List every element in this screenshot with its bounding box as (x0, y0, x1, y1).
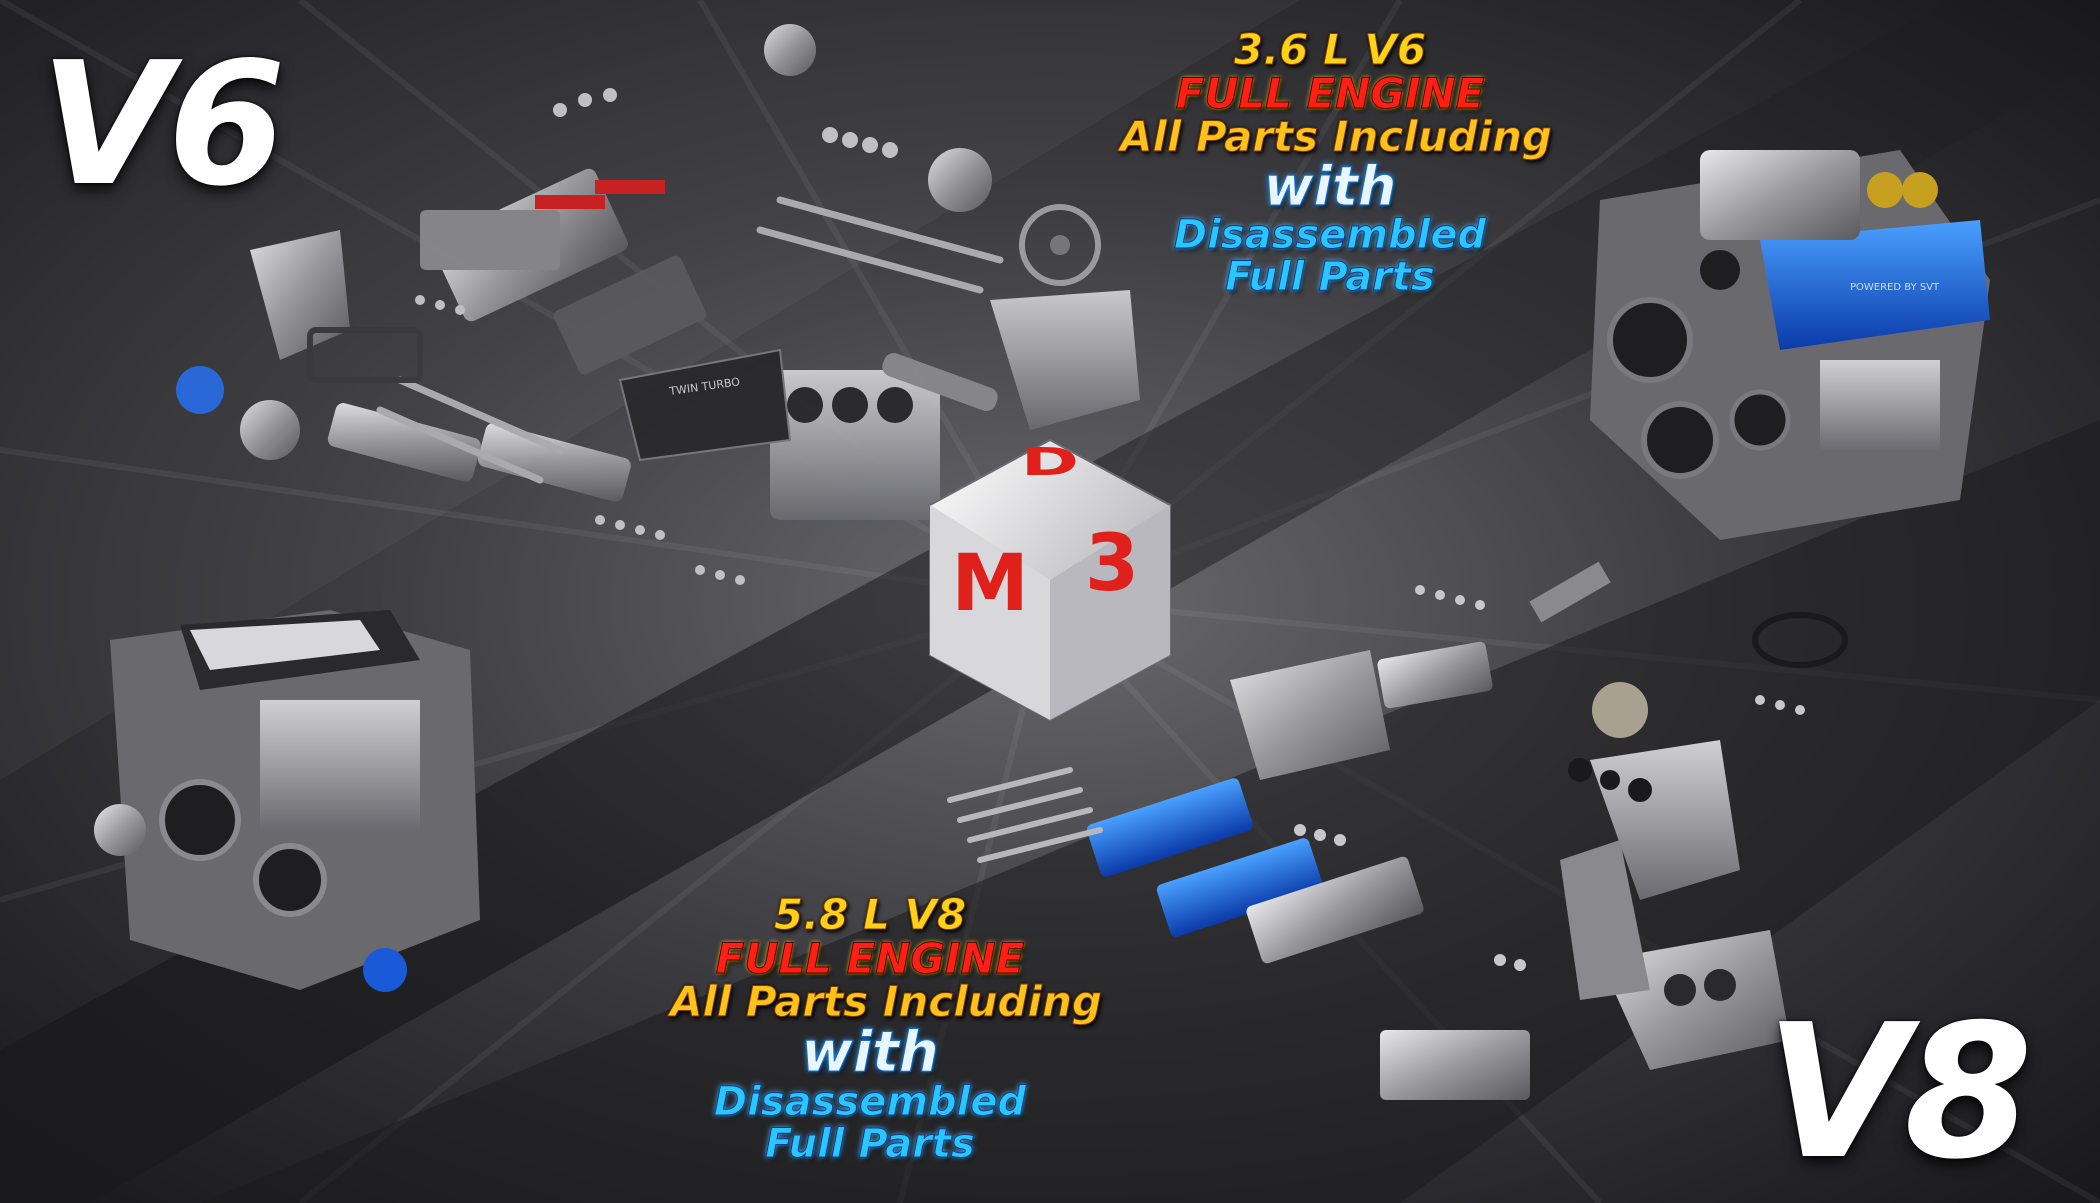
v8-caption-line4: with (801, 1020, 940, 1086)
v8-caption: 5.8 L V8 FULL ENGINE All Parts Including… (670, 890, 1103, 1167)
v6-caption-line1: 3.6 L V6 (1233, 25, 1427, 74)
v6-caption: 3.6 L V6 FULL ENGINE All Parts Including… (1120, 25, 1553, 300)
v8-caption-line2: FULL ENGINE (715, 933, 1025, 983)
v8-caption-line3: All Parts Including (670, 977, 1103, 1027)
v8-caption-line1: 5.8 L V8 (773, 890, 967, 939)
v8-cover-marking: POWERED BY SVT (1850, 282, 1940, 293)
v6-caption-line4: with (1263, 155, 1397, 219)
v6-caption-line6: Full Parts (1225, 253, 1436, 300)
v6-title: V6 (40, 26, 286, 224)
logo-letter-m: M (951, 539, 1029, 629)
logo-letter-d: D (1021, 440, 1079, 484)
v6-caption-line2: FULL ENGINE (1175, 68, 1485, 118)
v6-caption-line5: Disassembled (1173, 212, 1487, 259)
v6-caption-line3: All Parts Including (1120, 112, 1553, 162)
v8-caption-line6: Full Parts (765, 1120, 976, 1167)
v8-title: V8 (1765, 984, 2033, 1200)
logo-letter-3: 3 (1085, 519, 1139, 609)
v8-caption-line5: Disassembled (713, 1079, 1027, 1126)
